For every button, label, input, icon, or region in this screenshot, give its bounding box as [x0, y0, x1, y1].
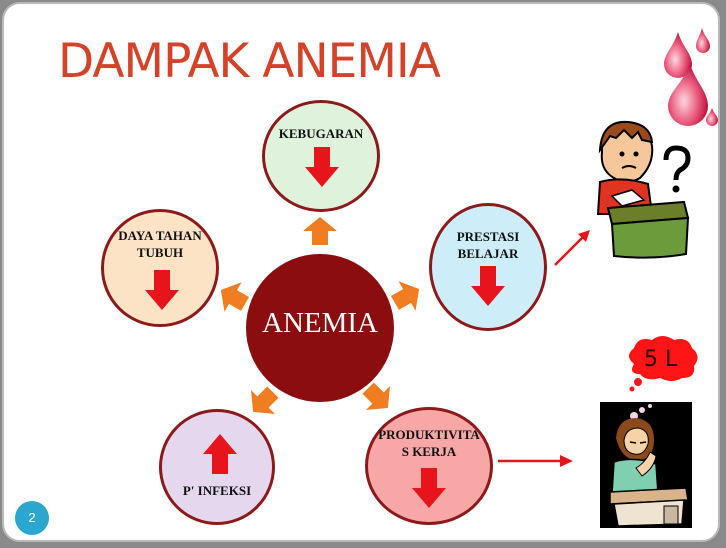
- node-label-kebugaran: KEBUGARAN: [278, 126, 364, 141]
- node-label-prestasi-belajar: PRESTASI BELAJAR: [456, 229, 520, 261]
- node-label-infeksi: P' INFEKSI: [182, 483, 252, 498]
- slide: DAMPAK ANEMIA ANEMIA KEBUGARAN: [2, 2, 720, 542]
- blood-drops-icon: [664, 28, 718, 126]
- thought-cloud-text: 5 L: [644, 347, 678, 372]
- confused-boy-clipart-icon: [596, 120, 691, 259]
- spoke-arrow-downright-icon: [362, 382, 391, 411]
- down-arrow-icon: [412, 468, 446, 508]
- center-label: ANEMIA: [262, 307, 378, 339]
- thought-cloud-icon: [629, 336, 698, 392]
- node-daya-tahan-tubuh: DAYA TAHAN TUBUH: [101, 209, 219, 327]
- node-kebugaran: KEBUGARAN: [262, 100, 380, 212]
- spoke-arrow-downleft-icon: [250, 386, 279, 415]
- red-pointer-arrow-icon: [554, 230, 590, 266]
- slide-title: DAMPAK ANEMIA: [58, 34, 441, 89]
- spoke-arrow-upright-icon: [390, 281, 420, 311]
- node-label-produktivitas-kerja: PRODUKTIVITA S KERJA: [378, 427, 480, 459]
- center-node: ANEMIA: [246, 254, 394, 402]
- page-number-badge: 2: [15, 501, 49, 535]
- red-pointer-arrow-icon: [498, 455, 573, 467]
- spoke-arrow-upleft-icon: [220, 282, 250, 312]
- node-infeksi: P' INFEKSI: [159, 409, 275, 525]
- up-arrow-icon: [203, 434, 237, 474]
- down-arrow-icon: [305, 147, 339, 187]
- tired-girl-clipart-icon: [600, 402, 692, 528]
- node-label-daya-tahan-tubuh: DAYA TAHAN TUBUH: [118, 228, 202, 260]
- spoke-arrow-up-icon: [303, 217, 337, 245]
- node-prestasi-belajar: PRESTASI BELAJAR: [429, 203, 547, 331]
- node-produktivitas-kerja: PRODUKTIVITA S KERJA: [365, 407, 493, 525]
- down-arrow-icon: [471, 266, 505, 306]
- down-arrow-icon: [145, 270, 179, 310]
